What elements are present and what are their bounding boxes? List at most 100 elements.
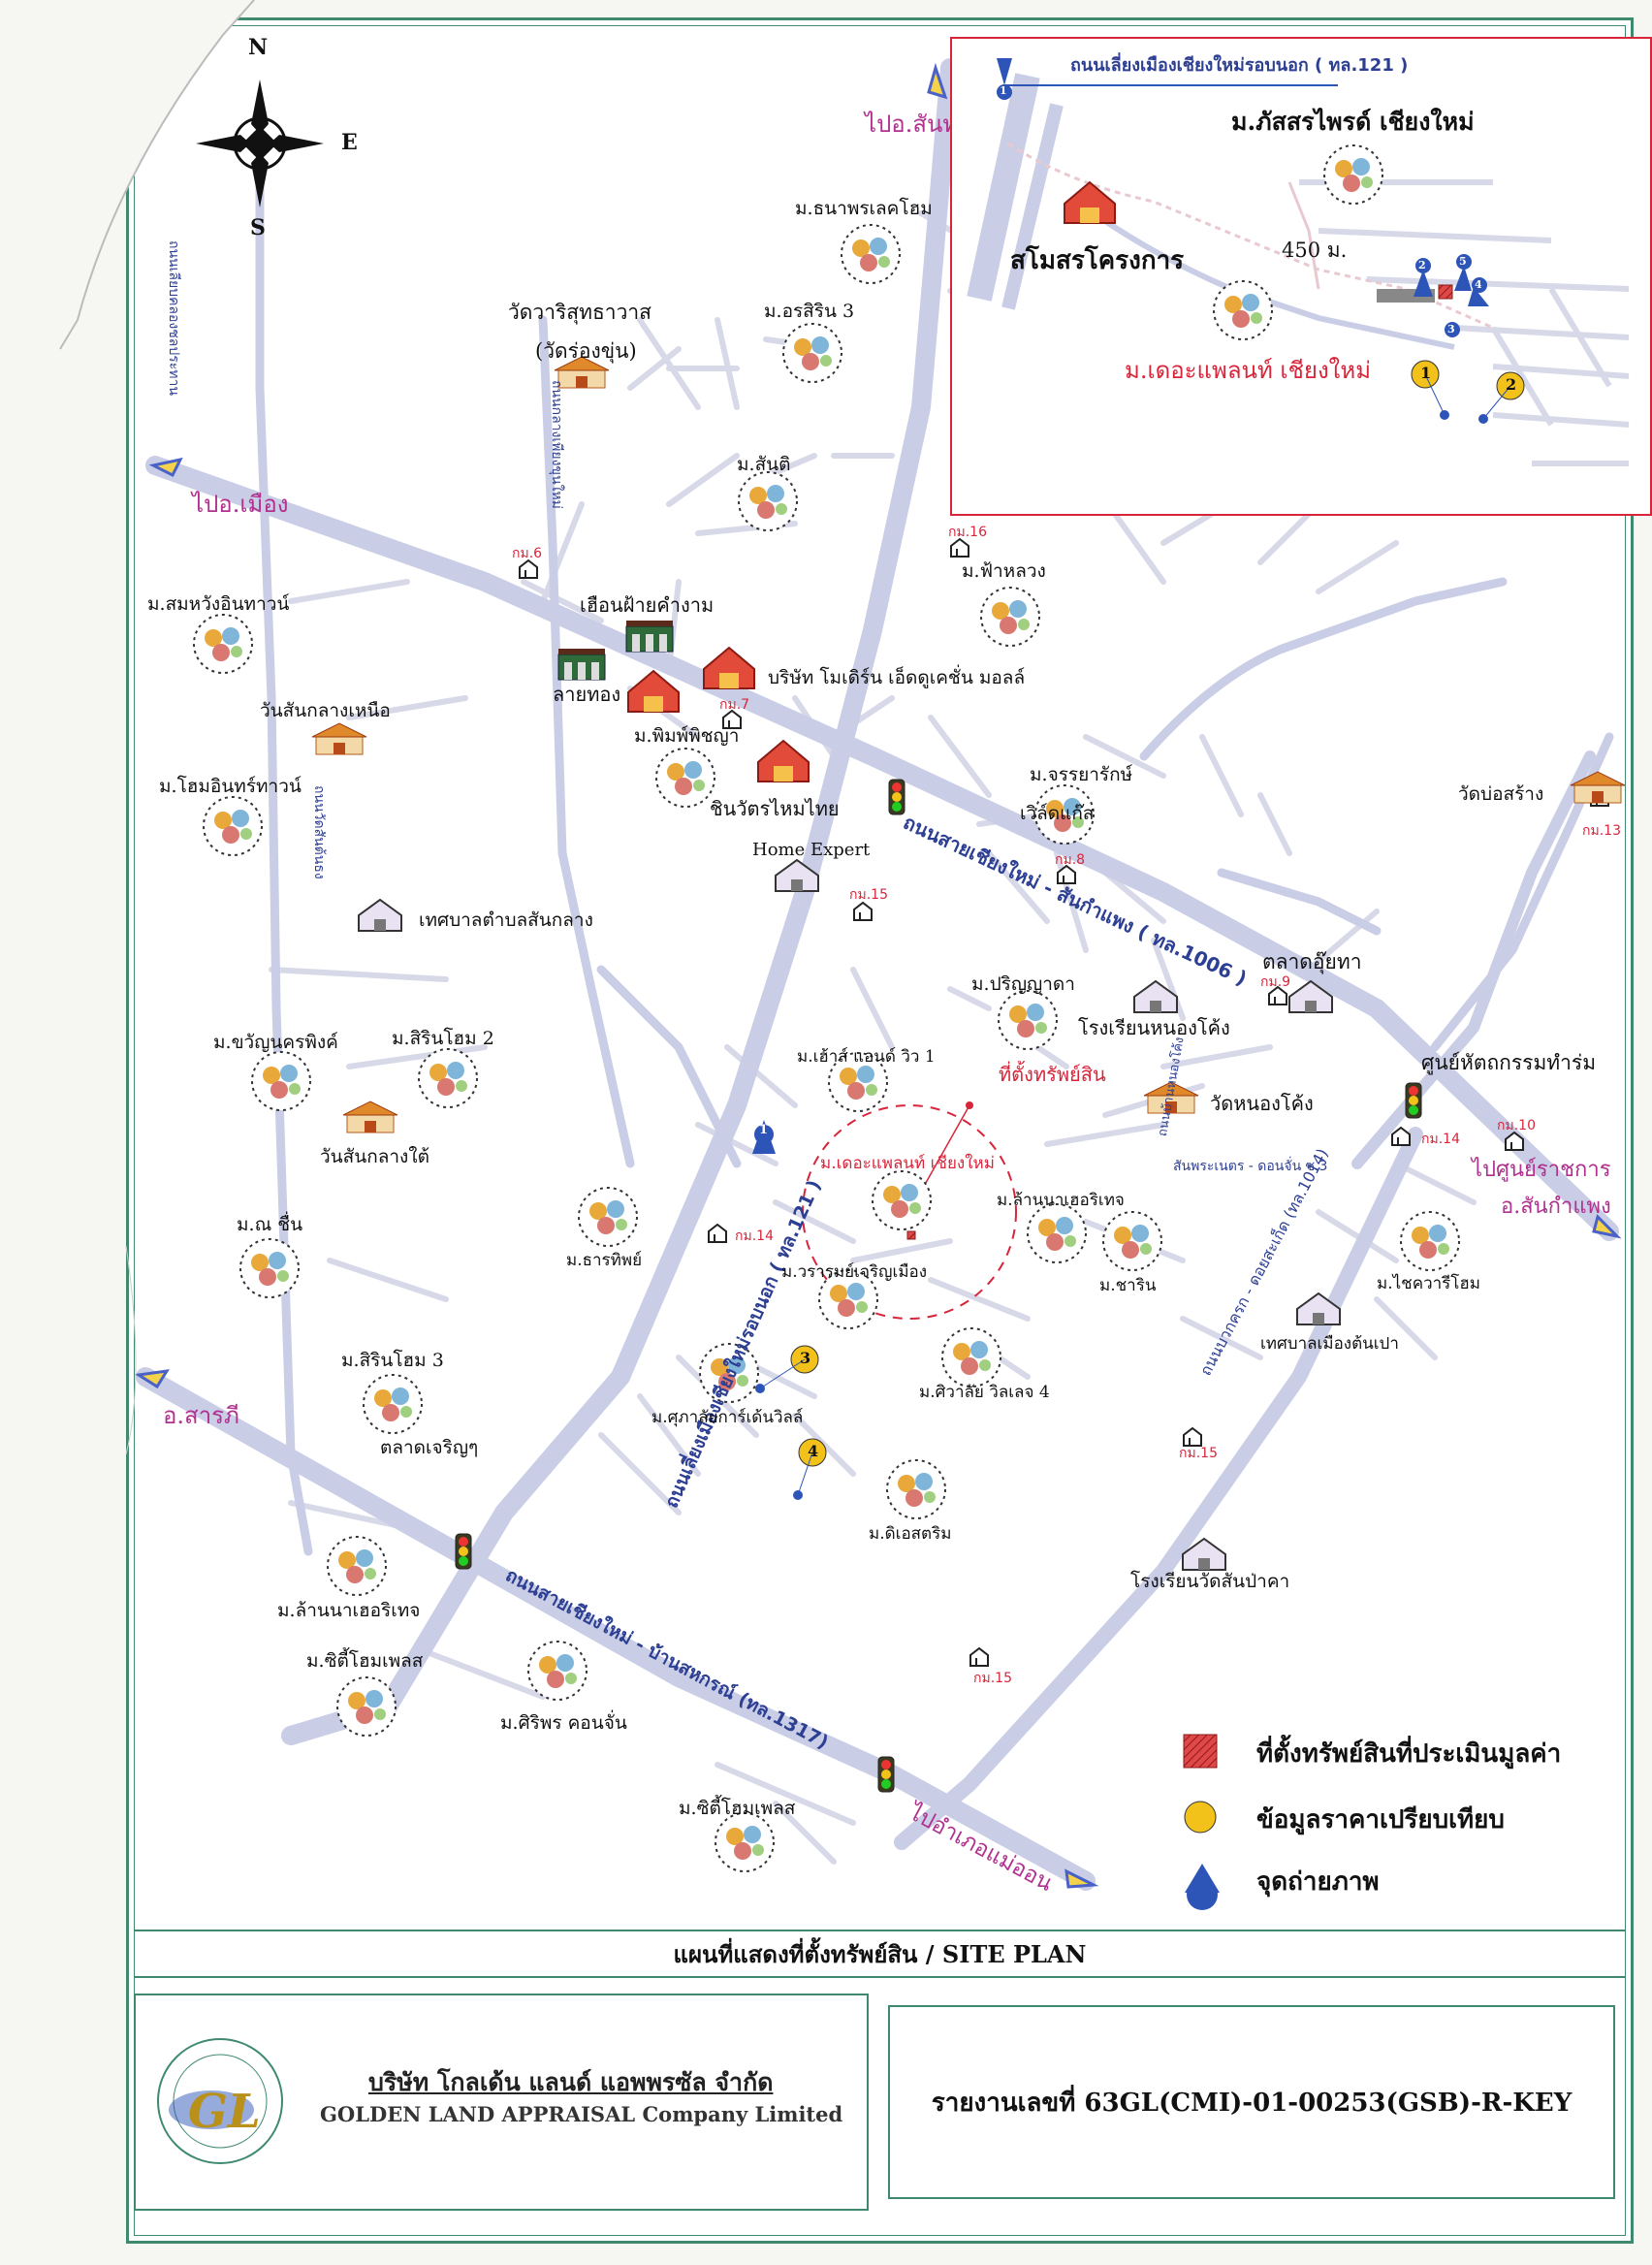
label-m-supalai: ม.ศุภาลัยการ์เด้นวิลล์ xyxy=(651,1408,804,1427)
road-1317 xyxy=(136,1367,1096,1891)
label-m-sirin3: ม.สิรินโฮม 3 xyxy=(341,1350,444,1371)
road-1014 xyxy=(894,1127,1423,1850)
legend-photo-label: จุดถ่ายภาพ xyxy=(1256,1867,1380,1897)
label-m-house-view: ม.เฮ้าส์ แอนด์ วิว 1 xyxy=(797,1047,936,1067)
label-center-activity: ศูนย์หัตถกรรมทำร่ม xyxy=(1421,1051,1597,1074)
inset-comp-1: 1 xyxy=(1420,364,1432,382)
km-label: กม.14 xyxy=(735,1228,774,1244)
label-ruan-fai: เฮือนฝ้ายคำงาม xyxy=(580,593,715,617)
label-m-the-plant: ม.เดอะแพลนท์ เชียงใหม่ xyxy=(820,1154,995,1173)
label-m-pimpichaya: ม.พิมพ์พิชญา xyxy=(634,725,740,747)
label-m-city-home-2: ม.ซิตี้โฮมเพลส xyxy=(679,1798,796,1819)
company-name-th: บริษัท โกลเด้น แลนด์ แอพพรซัล จำกัด xyxy=(368,2068,774,2096)
compass-e: E xyxy=(341,130,358,155)
comp-marker-3-number: 3 xyxy=(800,1349,811,1367)
label-wat-bo-sang: วัดบ่อสร้าง xyxy=(1458,783,1544,805)
km-label: กม.15 xyxy=(1179,1446,1218,1461)
compass-s: S xyxy=(250,215,266,240)
direction-gov-center: ไปศูนย์ราชการ xyxy=(1472,1158,1611,1182)
label-tessaban-tonpao: เทศบาลเมืองต้นเปา xyxy=(1260,1334,1399,1354)
label-lai-thong: ลายทอง xyxy=(553,683,621,706)
km-label: กม.14 xyxy=(1421,1132,1460,1147)
inset-m-the-plant: ม.เดอะแพลนท์ เชียงใหม่ xyxy=(1125,357,1372,384)
label-m-home-in: ม.โฮมอินทร์ทาวน์ xyxy=(159,776,302,797)
label-tessaban-sanklang: เทศบาลตำบลสันกลาง xyxy=(419,909,593,931)
inset-comp-2: 2 xyxy=(1506,375,1517,394)
label-wat-nongkhong: วัดหนองโค้ง xyxy=(1210,1092,1314,1115)
road-label-klong: ถนนกลางเพียงขุนใหม่ xyxy=(549,380,564,509)
page-frame-inner xyxy=(134,25,1626,2236)
ring-road-121 xyxy=(281,58,960,1745)
inset-club: สโมสรโครงการ xyxy=(1010,246,1185,275)
label-home-expert: Home Expert xyxy=(752,840,871,860)
compass-n: N xyxy=(248,35,269,60)
label-talad-charoen: ตลาดเจริญๆ xyxy=(380,1437,479,1458)
label-m-dharathip: ม.ธารทิพย์ xyxy=(566,1251,643,1270)
subject-marker xyxy=(906,1230,916,1240)
main-photo-marker xyxy=(752,1120,776,1154)
km-label: กม.6 xyxy=(512,546,543,561)
label-m-orasirin3: ม.อรสิริน 3 xyxy=(764,301,855,322)
label-wat-ruam: วัดวาริสุทธาวาส xyxy=(508,301,651,324)
road-label-san-phra: สันพระเนตร - ดอนจั่น ซ.3 xyxy=(1173,1159,1328,1174)
comparable-legend-icon xyxy=(1184,1801,1217,1834)
compass-icon xyxy=(196,80,324,207)
inset-photo-4: 4 xyxy=(1475,278,1482,291)
direction-san-kamphaeng: อ.สันกำแพง xyxy=(1501,1195,1611,1219)
direction-saraphi: อ.สารภี xyxy=(163,1402,239,1429)
label-m-charin: ม.ชาริน xyxy=(1099,1276,1157,1295)
company-logo: GL xyxy=(153,2034,287,2168)
label-wat-ruam-sub: (วัดร่องขุ่น) xyxy=(535,339,637,363)
label-rongrian-nongkhong: โรงเรียนหนองโค้ง xyxy=(1078,1016,1230,1039)
label-m-siwalai: ม.ศิวาลัย วิลเลจ 4 xyxy=(919,1383,1050,1402)
comp-marker-4-number: 4 xyxy=(808,1442,819,1460)
site-plan-title: แผนที่แสดงที่ตั้งทรัพย์สิน / SITE PLAN xyxy=(134,1930,1626,1978)
subject-radius xyxy=(802,1104,1017,1320)
label-m-na-chuen: ม.ณ ชื่น xyxy=(237,1214,303,1235)
label-shinawatra: ชินวัตรไหมไทย xyxy=(710,797,840,820)
km-label: กม.16 xyxy=(948,525,987,540)
km-label: กม.7 xyxy=(719,697,750,713)
label-m-sirin2: ม.สิรินโฮม 2 xyxy=(392,1028,494,1049)
direction-mueang: ไปอ.เมือง xyxy=(192,491,289,518)
label-m-parinyada: ม.ปริญญาดา xyxy=(971,973,1075,995)
company-logo-text: GL xyxy=(188,2085,261,2139)
legend-comparable-label: ข้อมูลราคาเปรียบเทียบ xyxy=(1256,1805,1505,1834)
inset-road-label: ถนนเลี่ยงเมืองเชียงใหม่รอบนอก ( ทล.121 ) xyxy=(1070,55,1409,76)
inset-photo-5: 5 xyxy=(1459,255,1467,268)
km-label: กม.13 xyxy=(1582,823,1621,839)
road-1006 xyxy=(145,456,1619,1241)
label-m-kwanjai: ม.ขวัญนครพิงค์ xyxy=(213,1032,338,1053)
road-label-santonthong: ถนนวัดสันต้นธง xyxy=(311,785,327,879)
legend-subject-label: ที่ตั้งทรัพย์สินที่ประเมินมูลค่า xyxy=(1256,1739,1562,1769)
inset-m-passara: ม.ภัสสรไพรด์ เชียงใหม่ xyxy=(1231,108,1475,136)
label-modern-edu: บริษัท โมเดิร์น เอ็ดดูเคชั่น มอลล์ xyxy=(768,667,1026,688)
subject-point xyxy=(966,1101,973,1109)
label-world-gas: เวิล์ดแก๊ส xyxy=(1020,803,1095,824)
company-block: GL บริษัท โกลเด้น แลนด์ แอพพรซัล จำกัด G… xyxy=(134,1994,869,2211)
label-m-thana: ม.ธนาพรเลคโฮม xyxy=(795,198,933,219)
label-m-d-estrim: ม.ดิเอสตริม xyxy=(869,1524,952,1544)
label-m-fahluang: ม.ฟ้าหลวง xyxy=(962,560,1046,582)
inset-map: ถนนเลี่ยงเมืองเชียงใหม่รอบนอก ( ทล.121 )… xyxy=(950,37,1652,516)
km-label: กม.8 xyxy=(1055,852,1086,868)
photo-legend-icon xyxy=(1185,1864,1220,1910)
direction-arrows xyxy=(134,62,1622,1889)
label-m-lanna-s: ม.ล้านนาเฮอริเทจ xyxy=(277,1600,421,1621)
label-m-lanna-c: ม.ล้านนาเฮอริเทจ xyxy=(997,1191,1125,1210)
inset-photo-1: 1 xyxy=(1000,84,1007,97)
km-label: กม.9 xyxy=(1260,974,1291,990)
label-m-somwang: ม.สมหวังอินทาวน์ xyxy=(147,593,290,615)
label-rongrian-sanpakha: โรงเรียนวัดสันป่าคา xyxy=(1130,1571,1290,1592)
inset-photo-2: 2 xyxy=(1418,259,1426,271)
km-label: กม.10 xyxy=(1497,1118,1536,1133)
label-wat-sanklang-north: วันสันกลางเหนือ xyxy=(260,700,391,721)
label-property-site: ที่ตั้งทรัพย์สิน xyxy=(999,1063,1106,1086)
report-number: รายงานเลขที่ 63GL(CMI)-01-00253(GSB)-R-K… xyxy=(888,2005,1615,2199)
inset-distance: 450 ม. xyxy=(1282,239,1348,262)
subject-legend-icon xyxy=(1183,1734,1218,1769)
label-m-chaiwari: ม.ไชควารีโฮม xyxy=(1377,1274,1481,1293)
km-label: กม.15 xyxy=(849,887,888,903)
km-label: กม.15 xyxy=(973,1671,1012,1686)
